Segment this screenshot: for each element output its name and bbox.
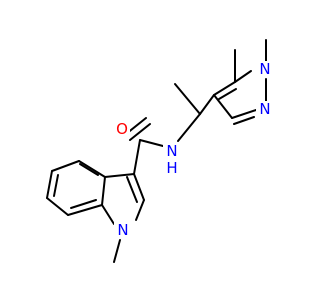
pyrazole-nitrogen-1-label: N <box>259 60 270 78</box>
pyrazole-nitrogen-2-label: N <box>259 100 270 118</box>
bond-amide-n-methine <box>177 113 201 142</box>
bond-pyrazole-n2-c3-inner <box>233 116 255 125</box>
bond-methine-pyrazole-c4 <box>199 94 215 115</box>
amide-nitrogen-label: N <box>166 142 177 160</box>
atom-labels: O N H N N N <box>114 60 274 239</box>
bond-pyrazole-c4-c5 <box>213 81 236 96</box>
bond-indole-c3-c2 <box>133 173 145 201</box>
bond-indole-c3-c2-inner <box>126 176 138 203</box>
oxygen-atom: O <box>114 120 130 138</box>
bond-indole-c3a-c7a <box>101 176 106 206</box>
bond-pyrazole-n2-c3 <box>231 109 257 119</box>
bond-indole-c7-c7a <box>67 204 103 216</box>
oxygen-atom-label: O <box>116 120 128 138</box>
bond-indole-c3a-c4-inner <box>79 163 99 176</box>
amide-hydrogen-label: H <box>166 159 177 177</box>
bond-indole-c2-n1 <box>135 199 145 221</box>
bond-indole-c7-c7a-inner <box>70 199 97 209</box>
molecule-structure-canvas: O N H N N N <box>46 39 274 263</box>
bond-indole-c4-c5 <box>51 160 80 172</box>
bond-indole-c6-c7 <box>46 197 69 216</box>
bond-indole-n-methyl <box>113 239 121 263</box>
bond-indole-n1-c7a <box>101 204 115 225</box>
bond-carbonyl-c-amide-n <box>139 139 164 147</box>
bond-pyrazole-c5-n1 <box>234 70 252 83</box>
bonds <box>46 39 267 263</box>
bond-pyrazole-c3-c4 <box>213 94 233 119</box>
amide-nitrogen-atom: N H <box>163 142 181 177</box>
bond-carbonyl-c-indole-c3 <box>133 139 141 175</box>
indole-nitrogen-label: N <box>117 221 128 239</box>
indole-nitrogen-atom: N <box>114 221 132 239</box>
bond-carbonyl-c-o-1 <box>129 123 151 141</box>
bond-indole-c3a-c3 <box>104 173 135 178</box>
pyrazole-nitrogen-1-atom: N <box>256 60 274 78</box>
bond-indole-c3a-c4 <box>78 160 106 178</box>
pyrazole-nitrogen-2-atom: N <box>256 100 274 118</box>
bond-indole-c5-c6 <box>46 170 53 199</box>
bond-indole-c5-c6-inner <box>53 174 59 197</box>
molecule-structure: O N H N N N <box>46 39 274 263</box>
bond-pyrazole-c4-c5-inner <box>218 88 237 100</box>
bond-methine-methyl <box>174 83 201 115</box>
